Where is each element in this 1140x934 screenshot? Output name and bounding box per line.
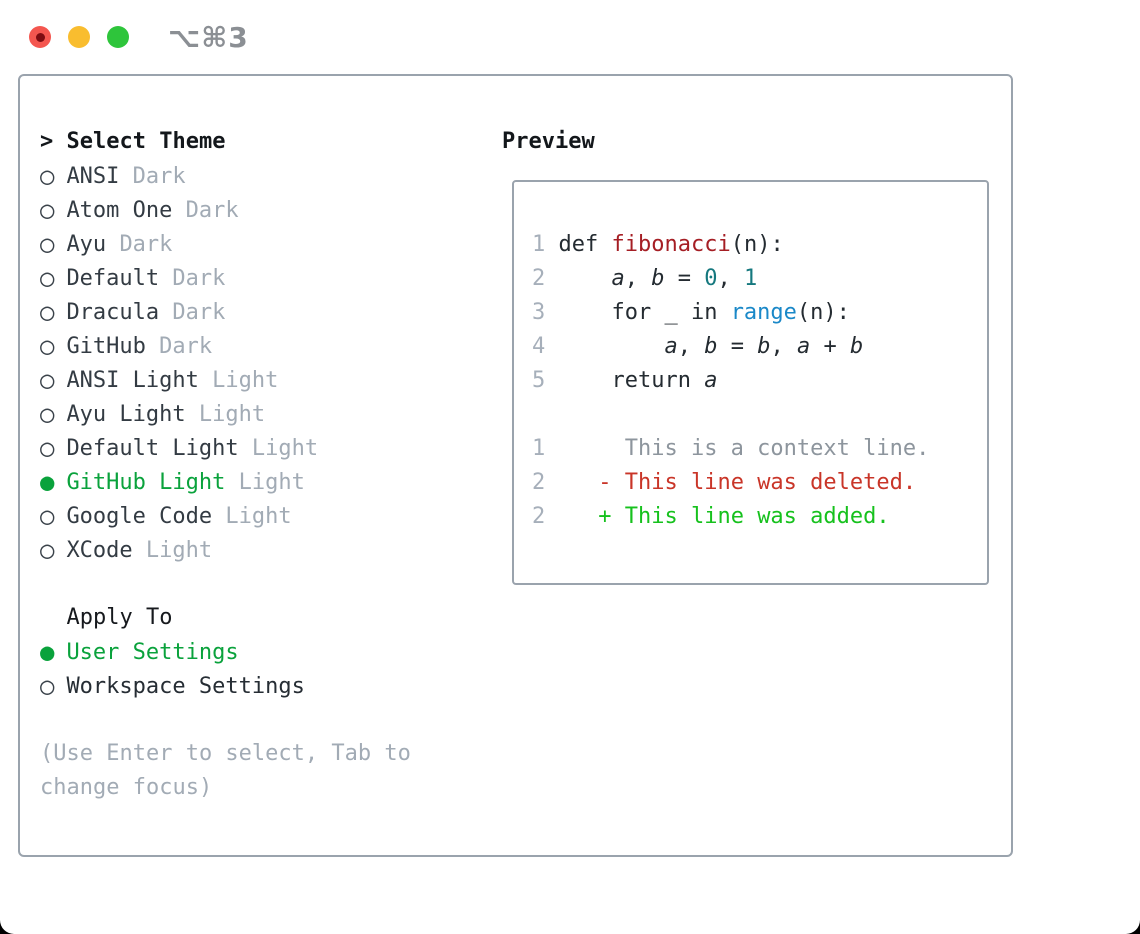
theme-variant: Dark <box>172 266 226 291</box>
code-line: 1 def fibonacci(n): <box>532 232 784 257</box>
theme-variant: Light <box>212 368 279 393</box>
traffic-lights <box>0 26 129 48</box>
radio-selected-icon: ● <box>40 638 55 666</box>
line-number: 2 <box>532 266 546 291</box>
theme-variant: Light <box>251 436 319 461</box>
theme-option-google-code[interactable]: ○ Google Code Light <box>40 499 502 533</box>
apply-option-workspace-settings[interactable]: ○ Workspace Settings <box>40 669 502 703</box>
code-line: 2 + This line was added. <box>532 504 890 529</box>
hint-text: (Use Enter to select, Tab to change focus… <box>40 737 502 805</box>
radio-unselected-icon: ○ <box>40 366 55 394</box>
titlebar: ⌥⌘3 <box>0 0 1140 74</box>
code-line: 2 a, b = 0, 1 <box>532 266 758 291</box>
line-number: 2 <box>532 470 546 495</box>
theme-option-ansi[interactable]: ○ ANSI Dark <box>40 159 502 193</box>
theme-name: GitHub <box>66 334 146 359</box>
line-number: 3 <box>532 300 546 325</box>
theme-variant: Dark <box>119 232 173 257</box>
minimize-button[interactable] <box>68 26 90 48</box>
radio-unselected-icon: ○ <box>40 536 55 564</box>
theme-name: Ayu <box>66 232 107 257</box>
theme-variant: Light <box>238 470 305 495</box>
code-line: 5 return a <box>532 368 718 393</box>
theme-option-ayu[interactable]: ○ Ayu Dark <box>40 227 502 261</box>
theme-option-atom-one[interactable]: ○ Atom One Dark <box>40 193 502 227</box>
radio-unselected-icon: ○ <box>40 230 55 258</box>
apply-to-options: ● User Settings○ Workspace Settings <box>40 635 502 703</box>
apply-to-header: Apply To <box>66 605 173 630</box>
theme-variant: Dark <box>132 164 186 189</box>
code-line: 2 - This line was deleted. <box>532 470 917 495</box>
theme-name: GitHub Light <box>66 470 226 495</box>
theme-name: Default Light <box>66 436 239 461</box>
theme-option-ansi-light[interactable]: ○ ANSI Light Light <box>40 363 502 397</box>
select-theme-title: Select Theme <box>66 129 226 154</box>
preview-title: Preview <box>502 129 595 154</box>
theme-option-default-light[interactable]: ○ Default Light Light <box>40 431 502 465</box>
line-number: 2 <box>532 504 546 529</box>
line-number: 4 <box>532 334 546 359</box>
apply-option-label: Workspace Settings <box>66 674 305 699</box>
theme-option-ayu-light[interactable]: ○ Ayu Light Light <box>40 397 502 431</box>
theme-variant: Dark <box>172 300 226 325</box>
radio-unselected-icon: ○ <box>40 162 55 190</box>
line-number: 1 <box>532 232 546 257</box>
select-theme-header: > Select Theme <box>40 125 502 159</box>
spacer <box>40 703 502 737</box>
theme-list-pane: > Select Theme ○ ANSI Dark○ Atom One Dar… <box>40 125 502 855</box>
theme-option-xcode[interactable]: ○ XCode Light <box>40 533 502 567</box>
theme-name: Default <box>66 266 160 291</box>
theme-name: ANSI Light <box>66 368 199 393</box>
code-line: 3 for _ in range(n): <box>532 300 850 325</box>
theme-options-list: ○ ANSI Dark○ Atom One Dark○ Ayu Dark○ De… <box>40 159 502 567</box>
apply-option-label: User Settings <box>66 640 239 665</box>
theme-name: ANSI <box>66 164 120 189</box>
code-lines: 1 def fibonacci(n): 2 a, b = 0, 1 3 for _ … <box>532 228 987 534</box>
radio-unselected-icon: ○ <box>40 434 55 462</box>
theme-option-github-light[interactable]: ● GitHub Light Light <box>40 465 502 499</box>
theme-option-dracula[interactable]: ○ Dracula Dark <box>40 295 502 329</box>
radio-unselected-icon: ○ <box>40 332 55 360</box>
theme-selector-panel: > Select Theme ○ ANSI Dark○ Atom One Dar… <box>18 74 1013 857</box>
radio-selected-icon: ● <box>40 468 55 496</box>
radio-unselected-icon: ○ <box>40 502 55 530</box>
close-button[interactable] <box>29 26 51 48</box>
hint-text-line: change focus) <box>40 775 213 800</box>
code-line: 1 This is a context line. <box>532 436 930 461</box>
theme-option-github[interactable]: ○ GitHub Dark <box>40 329 502 363</box>
radio-unselected-icon: ○ <box>40 264 55 292</box>
theme-name: Atom One <box>66 198 173 223</box>
window-title: ⌥⌘3 <box>168 20 249 54</box>
line-number: 5 <box>532 368 546 393</box>
radio-unselected-icon: ○ <box>40 672 55 700</box>
theme-option-default[interactable]: ○ Default Dark <box>40 261 502 295</box>
radio-unselected-icon: ○ <box>40 196 55 224</box>
code-line: 4 a, b = b, a + b <box>532 334 864 359</box>
hint-text-line: (Use Enter to select, Tab to <box>40 741 411 766</box>
theme-variant: Light <box>225 504 292 529</box>
theme-name: Dracula <box>66 300 160 325</box>
code-preview-box: 1 def fibonacci(n): 2 a, b = 0, 1 3 for _ … <box>512 180 989 585</box>
close-dot-icon <box>35 32 45 42</box>
prompt-caret-icon: > <box>40 129 54 154</box>
radio-unselected-icon: ○ <box>40 298 55 326</box>
theme-name: Google Code <box>66 504 213 529</box>
code-line <box>532 398 987 432</box>
apply-option-user-settings[interactable]: ● User Settings <box>40 635 502 669</box>
theme-variant: Dark <box>159 334 213 359</box>
theme-variant: Light <box>198 402 266 427</box>
maximize-button[interactable] <box>107 26 129 48</box>
preview-pane: Preview 1 def fibonacci(n): 2 a, b = 0, 1… <box>502 125 1011 855</box>
theme-name: Ayu Light <box>66 402 186 427</box>
theme-variant: Light <box>145 538 213 563</box>
theme-name: XCode <box>66 538 133 563</box>
radio-unselected-icon: ○ <box>40 400 55 428</box>
theme-variant: Dark <box>185 198 239 223</box>
spacer <box>40 567 502 601</box>
line-number: 1 <box>532 436 546 461</box>
